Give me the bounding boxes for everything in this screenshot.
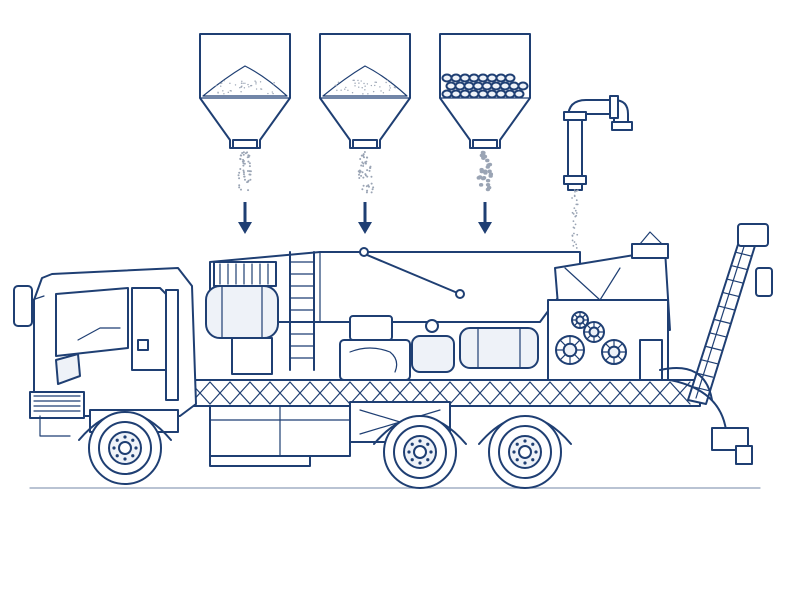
hose-boom — [659, 223, 773, 465]
aggregate-piece — [472, 81, 484, 91]
aggregate-piece — [477, 73, 489, 83]
aggregate-piece — [481, 81, 493, 91]
water-stream — [571, 189, 579, 249]
down-arrow-2 — [358, 202, 372, 234]
aggregate-piece — [459, 73, 471, 83]
gear — [583, 321, 605, 343]
material-hoppers — [199, 33, 531, 194]
aggregate-piece — [504, 89, 516, 99]
aggregate-piece — [517, 81, 529, 91]
cement-tank — [205, 261, 279, 375]
aggregate-piece — [450, 89, 462, 99]
aggregate-piece — [454, 81, 466, 91]
aggregate-piece — [508, 81, 520, 91]
gear — [601, 339, 627, 365]
down-arrow-1 — [238, 202, 252, 234]
falling-material-2 — [357, 151, 375, 194]
wheel-3 — [478, 415, 572, 489]
aggregate-piece — [441, 89, 453, 99]
hopper-2 — [319, 33, 411, 194]
wheels — [78, 411, 572, 489]
aggregate-piece — [499, 81, 511, 91]
water-inlet-pipe — [563, 95, 633, 249]
aggregate-piece — [441, 73, 453, 83]
chassis — [179, 379, 701, 467]
falling-material-1 — [237, 151, 252, 192]
aggregate-piece — [486, 73, 498, 83]
truck — [13, 223, 773, 489]
aggregate-piece — [450, 73, 462, 83]
truck-cab — [13, 267, 197, 437]
hopper-1 — [199, 33, 291, 192]
gear — [555, 335, 585, 365]
hopper-3 — [439, 33, 531, 192]
ladder — [289, 251, 315, 371]
aggregate-piece — [495, 73, 507, 83]
aggregate-piece — [477, 89, 489, 99]
feed-arrows — [238, 202, 492, 234]
aggregate-piece — [513, 89, 525, 99]
aggregate-piece — [459, 89, 471, 99]
falling-material-3 — [476, 150, 494, 192]
aggregate-piece — [504, 73, 516, 83]
aggregate-piece — [468, 73, 480, 83]
aggregate-piece — [495, 89, 507, 99]
gear — [571, 311, 589, 329]
aggregate-piece — [486, 89, 498, 99]
aggregate-piece — [490, 81, 502, 91]
aggregate-piece — [445, 81, 457, 91]
aggregate-piece — [468, 89, 480, 99]
wheel-2 — [373, 415, 467, 489]
down-arrow-3 — [478, 202, 492, 234]
aggregate-piece — [463, 81, 475, 91]
pump-equipment — [339, 315, 539, 381]
wheel-1 — [78, 411, 172, 485]
